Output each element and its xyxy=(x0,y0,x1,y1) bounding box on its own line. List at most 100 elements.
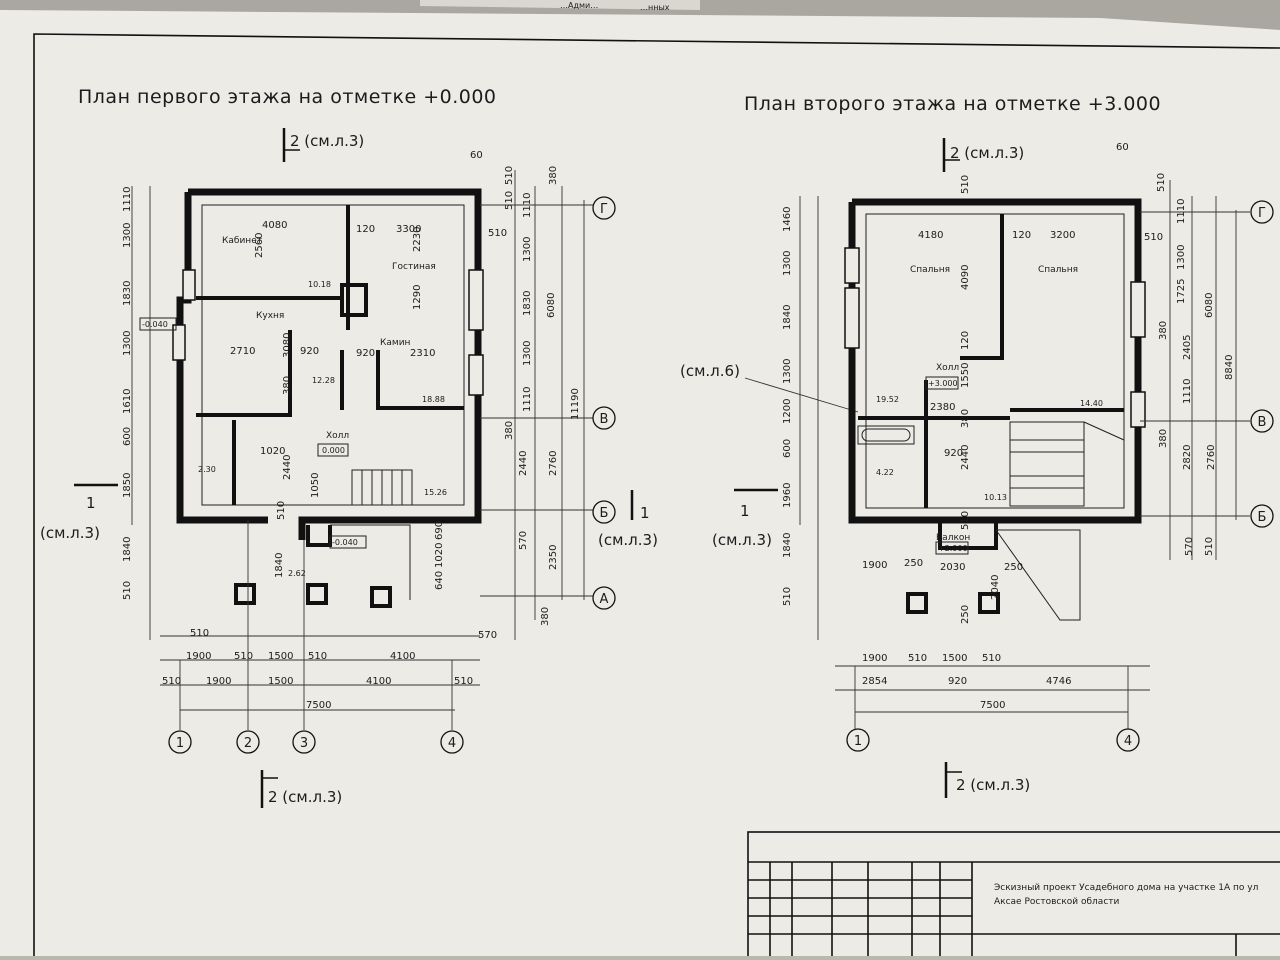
plan1-dim-bottom-2-1: 1900 xyxy=(206,676,231,687)
room-label-hall-2: Холл xyxy=(936,363,959,373)
title-block-line-1: Эскизный проект Усадебного дома на участ… xyxy=(994,883,1258,893)
plan1-dim-right-3: 1300 xyxy=(522,341,533,366)
plan2-level-box-2 xyxy=(935,541,969,555)
level-2: 0.000 xyxy=(322,446,345,455)
plan2-level-box-1 xyxy=(925,376,959,390)
plan1-dim-top-13: 920 xyxy=(300,346,319,357)
plan2-dim-right-6: 380 xyxy=(1158,429,1169,448)
plan2-dim-top-5: 3200 xyxy=(1050,230,1075,241)
plan2-axis-right-1-label: В xyxy=(1258,415,1267,430)
plan1-dim-top-8: 2560 xyxy=(254,233,265,258)
plan2-dim-right-7: 2820 xyxy=(1182,445,1193,470)
plan1-dim-bottom-0-1: 570 xyxy=(478,630,497,641)
plan1-dim-bottom-0-0: 510 xyxy=(190,628,209,639)
header-scrap-1: …Адми… xyxy=(560,1,598,10)
plan1-porch-outline xyxy=(330,524,411,600)
plan2-axis-right-2-label: Б xyxy=(1258,510,1267,525)
plan2-window-2 xyxy=(844,287,860,349)
plan2-dim-top-1: 510 xyxy=(1156,173,1167,192)
plan2-callout-leader xyxy=(744,377,859,413)
plan1-dim-bottom-1-2: 1500 xyxy=(268,651,293,662)
plan1-column-1 xyxy=(234,583,256,605)
plan1-interior-outline xyxy=(201,204,465,506)
plan1-axis-right-0: Г xyxy=(592,196,616,220)
plan1-dim-bottom-2-3: 4100 xyxy=(366,676,391,687)
plan2-interior-outline xyxy=(865,213,1125,509)
plan1-axis-bottom-2: 3 xyxy=(292,730,316,754)
plan2-area-4: 10.13 xyxy=(984,493,1007,502)
plan1-section-bottom: 2 (см.л.3) xyxy=(268,788,342,806)
plan2-exterior-wall xyxy=(848,198,1142,524)
plan1-dim-top-6: 3300 xyxy=(396,224,421,235)
plan1-section-left-num: 1 xyxy=(86,494,96,512)
area-5: 15.26 xyxy=(424,488,447,497)
plan2-dim-right-10: 6080 xyxy=(1204,293,1215,318)
plan1-section-left-ref: (см.л.3) xyxy=(40,524,100,542)
plan1-section-right-num: 1 xyxy=(640,504,650,522)
plan1-dim-right-4: 1110 xyxy=(522,387,533,412)
plan1-dim-right-12: 11190 xyxy=(570,388,581,420)
plan2-dim-right-0: 1110 xyxy=(1176,199,1187,224)
plan2-title: План второго этажа на отметке +3.000 xyxy=(744,93,1161,115)
plan1-dim-bottom-1-1: 510 xyxy=(234,651,253,662)
plan1-dim-top-23: 1020 xyxy=(434,543,445,568)
plan1-dim-bottom-1-3: 510 xyxy=(308,651,327,662)
plan2-callout: (см.л.6) xyxy=(680,362,740,380)
plan2-roof-slope xyxy=(995,529,1081,621)
plan1-axis-right-2: Б xyxy=(592,500,616,524)
plan2-dim-top-18: 2030 xyxy=(940,562,965,573)
plan2-dim-bottom-1-1: 920 xyxy=(948,676,967,687)
plan2-dim-bottom-0-2: 1500 xyxy=(942,653,967,664)
plan2-dim-bottom-1-0: 2854 xyxy=(862,676,887,687)
plan2-area-3: 4.22 xyxy=(876,468,894,477)
plan2-axis-right-2: Б xyxy=(1250,504,1274,528)
plan2-dim-bottom-0-0: 1900 xyxy=(862,653,887,664)
plan1-dim-bottom-1-0: 1900 xyxy=(186,651,211,662)
plan2-dim-top-6: 510 xyxy=(960,175,971,194)
plan1-dim-left-8: 510 xyxy=(122,581,133,600)
plan1-dim-right-10: 2760 xyxy=(548,451,559,476)
plan1-dim-top-20: 510 xyxy=(276,501,287,520)
plan1-dim-bottom-1-4: 4100 xyxy=(390,651,415,662)
plan1-dim-top-21: 1840 xyxy=(274,553,285,578)
plan1-dim-left-6: 1850 xyxy=(122,473,133,498)
plan2-dim-top-20: 250 xyxy=(960,605,971,624)
plan2-bathtub-inner xyxy=(861,428,911,442)
plan2-dim-left-7: 1840 xyxy=(782,533,793,558)
plan1-dim-right-8: 380 xyxy=(540,607,551,626)
level-box-2 xyxy=(317,443,349,457)
plan2-dim-right-3: 380 xyxy=(1158,321,1169,340)
plan1-dim-left-2: 1830 xyxy=(122,281,133,306)
plan2-dim-right-8: 570 xyxy=(1184,537,1195,556)
plan1-dim-top-10: 1290 xyxy=(412,285,423,310)
plan1-dim-bottom-2-2: 1500 xyxy=(268,676,293,687)
plan2-section-left-num: 1 xyxy=(740,502,750,520)
plan2-axis-right-1: В xyxy=(1250,409,1274,433)
plan2-dim-left-2: 1840 xyxy=(782,305,793,330)
plan1-dim-top-7: 510 xyxy=(488,228,507,239)
plan2-stairs xyxy=(1009,421,1125,507)
plan1-dim-bottom-3-0: 7500 xyxy=(306,700,331,711)
plan2-dim-top-16: 250 xyxy=(1004,562,1023,573)
room-label-study: Кабинет xyxy=(222,236,262,246)
plan1-dim-right-5: 380 xyxy=(504,421,515,440)
plan2-dim-top-4: 120 xyxy=(1012,230,1031,241)
plan2-dim-top-19: 1900 xyxy=(862,560,887,571)
plan2-axis-bottom-1-label: 4 xyxy=(1124,734,1132,749)
plan1-axis-right-0-label: Г xyxy=(600,202,608,217)
plan2-dim-right-4: 2405 xyxy=(1182,335,1193,360)
plan1-column-2 xyxy=(306,583,328,605)
room-label-kitchen: Кухня xyxy=(256,311,284,321)
level-box-3 xyxy=(329,535,367,549)
plan1-axis-bottom-2-label: 3 xyxy=(300,736,308,751)
plan1-dim-right-2: 1830 xyxy=(522,291,533,316)
level-1: -0.040 xyxy=(142,320,168,329)
plan1-dim-top-24: 690 xyxy=(434,521,445,540)
plan1-dim-top-15: 2310 xyxy=(410,348,435,359)
level-3: -0.040 xyxy=(332,538,358,547)
plan1-section-right-ref: (см.л.3) xyxy=(598,531,658,549)
